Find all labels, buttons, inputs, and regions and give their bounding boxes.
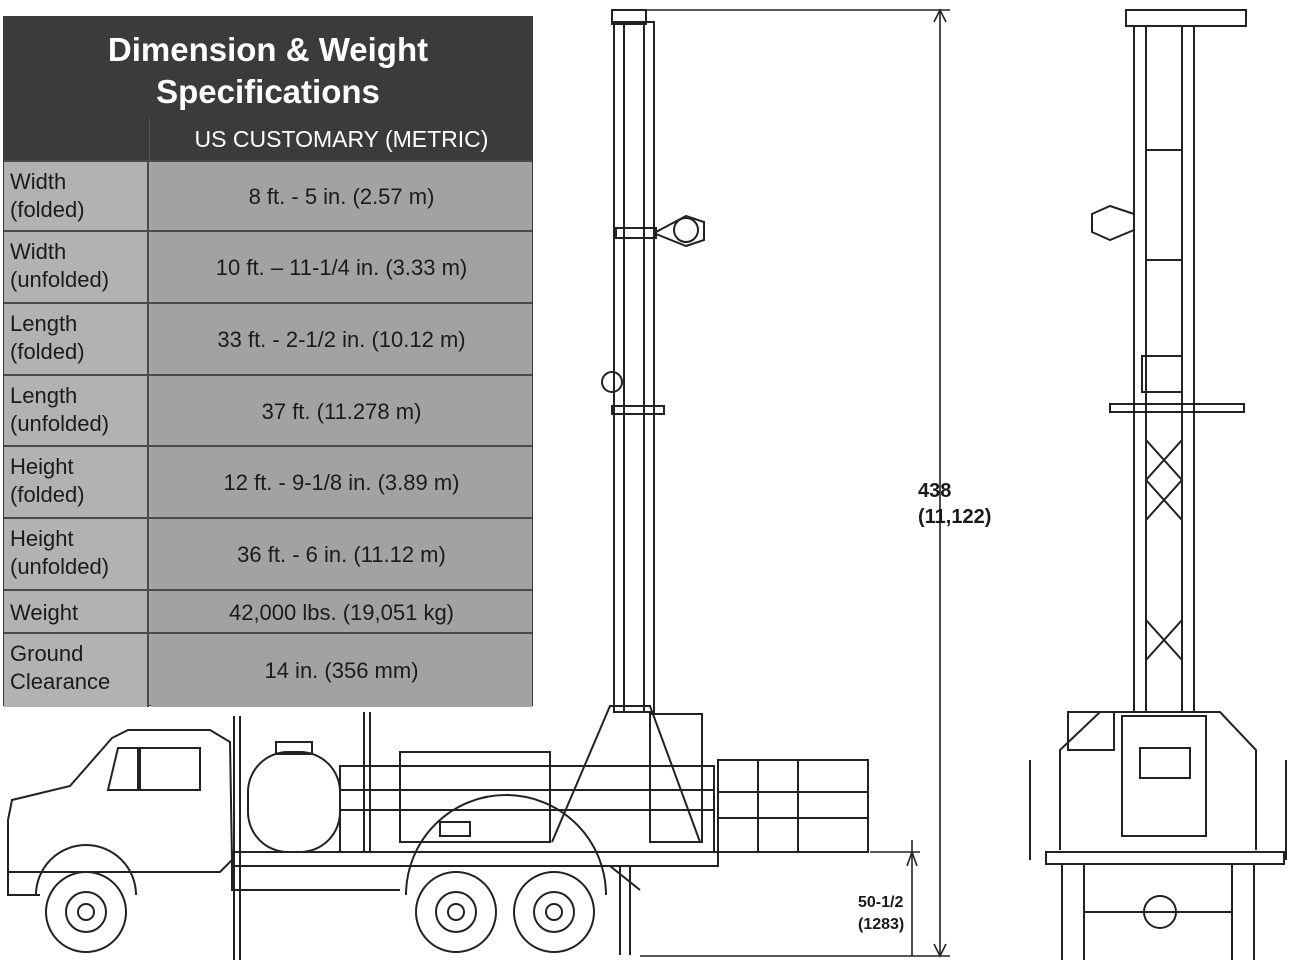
height-dimension-value: 438 bbox=[918, 480, 952, 502]
ground-clearance-label: 50-1/2 (1283) bbox=[858, 892, 904, 936]
height-dimension-metric: (11,122) bbox=[918, 506, 992, 528]
rear-view bbox=[1029, 9, 1287, 960]
spec-row-value: 36 ft. - 6 in. (11.12 m) bbox=[151, 519, 532, 591]
spec-row-height-unfolded: Height (unfolded) 36 ft. - 6 in. (11.12 … bbox=[4, 517, 532, 591]
truck-side-view bbox=[7, 705, 869, 960]
spec-row-label: Width (folded) bbox=[4, 162, 149, 232]
ground-clearance-metric: (1283) bbox=[858, 916, 905, 933]
spec-row-value: 8 ft. - 5 in. (2.57 m) bbox=[151, 162, 532, 232]
spec-row-length-unfolded: Length (unfolded) 37 ft. (11.278 m) bbox=[4, 374, 532, 447]
spec-row-label: Height (unfolded) bbox=[4, 519, 149, 591]
spec-row-value: 14 in. (356 mm) bbox=[151, 634, 532, 707]
ground-clearance-dimension-line bbox=[870, 840, 920, 956]
table-title-line1: Dimension & Weight bbox=[107, 31, 429, 68]
spec-row-value: 10 ft. – 11-1/4 in. (3.33 m) bbox=[151, 232, 532, 304]
spec-row-label: Length (unfolded) bbox=[4, 376, 149, 447]
spec-row-value: 37 ft. (11.278 m) bbox=[151, 376, 532, 447]
spec-row-ground-clearance: Ground Clearance 14 in. (356 mm) bbox=[4, 632, 532, 707]
height-dimension-line bbox=[620, 8, 950, 958]
units-header-blank bbox=[4, 118, 149, 160]
spec-row-width-folded: Width (folded) 8 ft. - 5 in. (2.57 m) bbox=[4, 160, 532, 232]
spec-row-label: Weight bbox=[4, 591, 149, 634]
spec-row-weight: Weight 42,000 lbs. (19,051 kg) bbox=[4, 589, 532, 634]
table-title-line2: Specifications bbox=[156, 73, 380, 110]
spec-row-label: Width (unfolded) bbox=[4, 232, 149, 304]
mast-side-view bbox=[601, 9, 705, 713]
spec-table: Dimension & Weight Specifications US CUS… bbox=[3, 16, 533, 707]
spec-row-width-unfolded: Width (unfolded) 10 ft. – 11-1/4 in. (3.… bbox=[4, 230, 532, 304]
units-header: US CUSTOMARY (METRIC) bbox=[149, 118, 533, 160]
table-title: Dimension & Weight Specifications bbox=[4, 17, 532, 118]
spec-row-value: 42,000 lbs. (19,051 kg) bbox=[151, 591, 532, 634]
spec-row-label: Ground Clearance bbox=[4, 634, 149, 707]
ground-clearance-value: 50-1/2 bbox=[858, 894, 904, 911]
spec-row-length-folded: Length (folded) 33 ft. - 2-1/2 in. (10.1… bbox=[4, 302, 532, 376]
spec-row-height-folded: Height (folded) 12 ft. - 9-1/8 in. (3.89… bbox=[4, 445, 532, 519]
spec-row-label: Height (folded) bbox=[4, 447, 149, 519]
spec-row-value: 12 ft. - 9-1/8 in. (3.89 m) bbox=[151, 447, 532, 519]
spec-row-label: Length (folded) bbox=[4, 304, 149, 376]
height-dimension-label: 438 (11,122) bbox=[918, 478, 991, 530]
spec-row-value: 33 ft. - 2-1/2 in. (10.12 m) bbox=[151, 304, 532, 376]
